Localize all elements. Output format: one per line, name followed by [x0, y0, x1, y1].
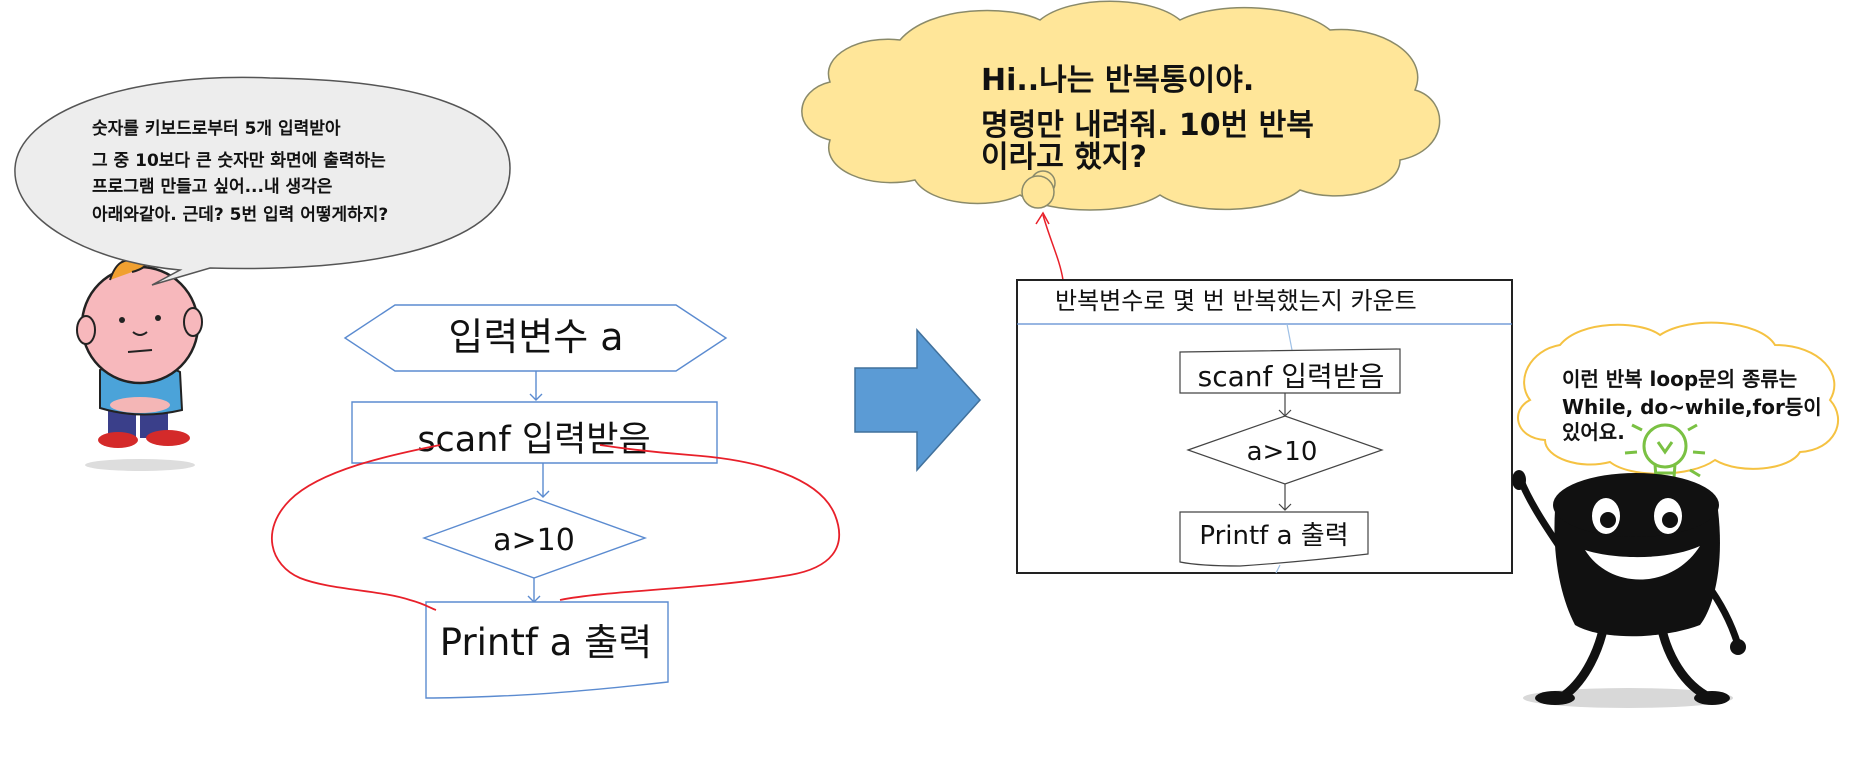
loop-condition-diamond	[1186, 415, 1384, 485]
scanf-label: scanf 입력받음	[417, 420, 650, 460]
input-hexagon	[343, 304, 728, 372]
loop-header: 반복변수로 몇 번 반복했는지 카운트	[1055, 287, 1417, 315]
bulb-speech-line-2: While, do~while,for등이	[1562, 395, 1822, 419]
condition-diamond	[421, 497, 648, 579]
print-label: Printf a 출력	[440, 621, 652, 664]
bulb-speech-cloud: 이런 반복 loop문의 종류는 While, do~while,for등이 있…	[1517, 321, 1840, 480]
boy-speech-line-4: 아래와같아. 근데? 5번 입력 어떻게하지?	[92, 204, 388, 225]
cloud-line-3: 이라고 했지?	[981, 140, 1147, 175]
boy-speech-line-2: 그 중 10보다 큰 숫자만 화면에 출력하는	[92, 151, 386, 171]
loop-scanf-label: scanf 입력받음	[1198, 360, 1385, 393]
big-right-arrow	[854, 328, 982, 472]
cloud-line-1: Hi..나는 반복통이야.	[981, 63, 1254, 98]
red-connector-arrow	[1042, 214, 1064, 281]
cloud-line-2: 명령만 내려줘. 10번 반복	[981, 108, 1314, 143]
loop-box: 반복변수로 몇 번 반복했는지 카운트 scanf 입력받음 a>10 Prin…	[1016, 279, 1513, 574]
input-label: 입력변수 a	[448, 315, 623, 359]
loop-scanf-box	[1179, 348, 1401, 394]
bulb-speech-line-3: 있어요.	[1562, 420, 1625, 444]
loop-print-document	[1179, 511, 1369, 567]
boy-character	[76, 252, 203, 471]
boy-speech-line-1: 숫자를 키보드로부터 5개 입력받아	[92, 119, 341, 139]
red-loop-scribble	[271, 444, 840, 611]
condition-label: a>10	[493, 523, 575, 558]
thought-cloud: Hi..나는 반복통이야. 명령만 내려줘. 10번 반복 이라고 했지?	[801, 0, 1441, 211]
boy-speech-line-3: 프로그램 만들고 싶어...내 생각은	[92, 177, 333, 197]
black-character	[1512, 470, 1746, 708]
boy-speech-bubble: 숫자를 키보드로부터 5개 입력받아 그 중 10보다 큰 숫자만 화면에 출력…	[14, 76, 511, 286]
light-bulb-icon	[1624, 423, 1706, 480]
print-document	[425, 601, 669, 699]
bulb-speech-line-1: 이런 반복 loop문의 종류는	[1562, 367, 1797, 391]
loop-print-label: Printf a 출력	[1199, 521, 1348, 551]
loop-condition-label: a>10	[1247, 437, 1318, 467]
